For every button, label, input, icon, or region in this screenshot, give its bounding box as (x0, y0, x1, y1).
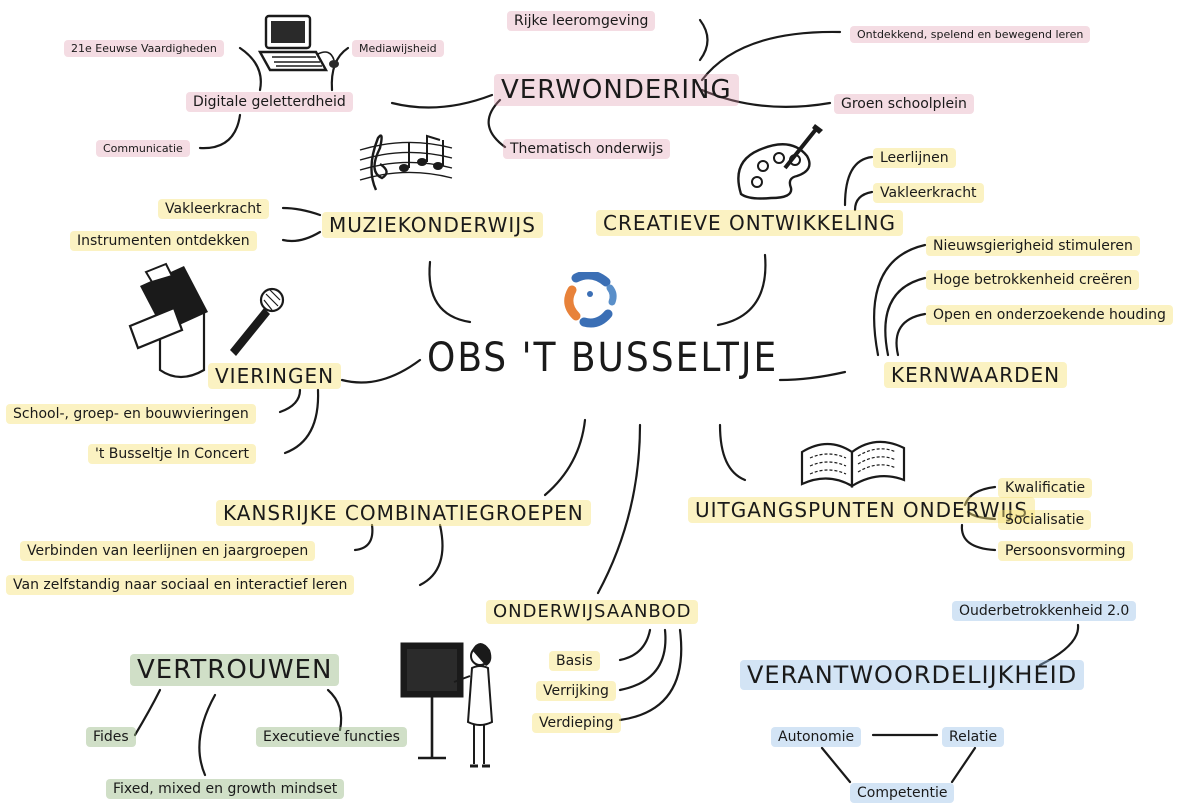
item-rijke-leeromgeving: Rijke leeromgeving (507, 11, 656, 31)
line-center-kansrijke (543, 418, 587, 497)
line-aan-1 (618, 628, 652, 662)
line-vw-auto-comp (820, 746, 852, 784)
item-instrumenten-ontdekken: Instrumenten ontdekken (70, 231, 257, 251)
item-ontdekkend-leren: Ontdekkend, spelend en bewegend leren (850, 26, 1091, 43)
item-digitale-geletterdheid: Digitale geletterdheid (186, 92, 353, 112)
item-competentie: Competentie (850, 783, 955, 803)
item-school-groep-bouwvieringen: School-, groep- en bouwvieringen (6, 404, 256, 424)
line-center-creatief (716, 253, 767, 327)
line-kans-1 (353, 523, 374, 552)
line-ver-fides (133, 688, 162, 737)
line-uit-2 (966, 510, 997, 521)
item-groen-schoolplein: Groen schoolplein (834, 94, 974, 114)
line-ver-exec (326, 688, 343, 732)
line-verw-digitale (390, 93, 494, 109)
topic-kernwaarden: KERNWAARDEN (884, 362, 1068, 388)
microphone-icon (230, 287, 285, 356)
line-aan-3 (618, 628, 683, 722)
line-vw-ouder (1038, 623, 1080, 667)
line-kern-1 (873, 243, 927, 357)
central-title: OBS 'T BUSSELTJE (427, 335, 779, 381)
topic-vertrouwen: VERTROUWEN (130, 654, 340, 686)
item-fixed-mixed-growth: Fixed, mixed en growth mindset (106, 779, 345, 799)
line-ver-fixed (198, 693, 217, 777)
topic-kansrijke-combinatiegroepen: KANSRIJKE COMBINATIEGROEPEN (216, 500, 591, 526)
item-hoge-betrokkenheid: Hoge betrokkenheid creëren (926, 270, 1140, 290)
item-vakleerkracht-creatief: Vakleerkracht (873, 183, 984, 203)
topic-uitgangspunten-onderwijs: UITGANGSPUNTEN ONDERWIJS (688, 497, 1036, 523)
line-muz-instr (281, 230, 322, 243)
item-socialisatie: Socialisatie (998, 510, 1092, 530)
item-executieve-functies: Executieve functies (256, 727, 407, 747)
line-uit-3 (960, 523, 997, 552)
item-nieuwsgierigheid: Nieuwsgierigheid stimuleren (926, 236, 1140, 256)
item-ouderbetrokkenheid: Ouderbetrokkenheid 2.0 (952, 601, 1137, 621)
line-vw-rel-comp (950, 746, 977, 784)
line-verw-rijke (698, 18, 709, 62)
paint-palette-icon (737, 124, 823, 200)
item-mediawijsheid: Mediawijsheid (352, 40, 444, 57)
line-kern-3 (895, 312, 927, 357)
item-zelfstandig-sociaal: Van zelfstandig naar sociaal en interact… (6, 575, 355, 595)
item-thematisch-onderwijs: Thematisch onderwijs (503, 139, 671, 159)
line-center-kernwaarden (778, 370, 847, 382)
line-dig-comm (198, 113, 242, 150)
chalkboard-teacher-icon (400, 642, 494, 768)
line-cre-leer (843, 155, 874, 207)
line-verw-ontdekkend (700, 30, 842, 82)
line-center-vieringen (340, 358, 422, 384)
item-fides: Fides (86, 727, 136, 747)
music-notes-icon (359, 134, 453, 191)
line-uit-1 (963, 485, 997, 507)
line-dig-21e (238, 46, 262, 92)
item-busseltje-in-concert: 't Busseltje In Concert (88, 444, 257, 464)
topic-creatieve-ontwikkeling: CREATIEVE ONTWIKKELING (596, 210, 904, 236)
line-verw-groen (700, 88, 832, 108)
line-cre-vak (853, 190, 874, 212)
line-aan-2 (618, 628, 667, 692)
line-verw-thematisch (487, 98, 507, 149)
line-center-uitgangspunten (718, 423, 747, 482)
spotlight-icon (128, 262, 208, 379)
item-open-onderzoekend: Open en onderzoekende houding (926, 305, 1173, 325)
computer-icon (258, 14, 339, 72)
item-kwalificatie: Kwalificatie (998, 478, 1093, 498)
item-autonomie: Autonomie (771, 727, 862, 747)
line-center-aanbod (596, 423, 642, 595)
item-leerlijnen: Leerlijnen (873, 148, 956, 168)
item-verdieping: Verdieping (532, 713, 621, 733)
topic-verwondering: VERWONDERING (494, 74, 739, 106)
topic-muziekonderwijs: MUZIEKONDERWIJS (322, 212, 543, 238)
line-vier-2 (283, 388, 320, 455)
item-verbinden-leerlijnen: Verbinden van leerlijnen en jaargroepen (20, 541, 316, 561)
item-communicatie: Communicatie (96, 140, 190, 157)
item-persoonsvorming: Persoonsvorming (998, 541, 1133, 561)
line-kans-2 (418, 523, 444, 587)
item-relatie: Relatie (942, 727, 1005, 747)
topic-vieringen: VIERINGEN (208, 363, 342, 389)
open-book-icon (800, 440, 906, 488)
logo-icon (564, 272, 617, 328)
line-kern-2 (884, 276, 927, 357)
item-vakleerkracht-muziek: Vakleerkracht (158, 199, 269, 219)
line-center-muziek (428, 260, 472, 324)
line-vier-1 (278, 388, 302, 414)
item-basis: Basis (549, 651, 600, 671)
line-muz-vak (281, 206, 322, 217)
item-21e-eeuwse: 21e Eeuwse Vaardigheden (64, 40, 224, 57)
item-verrijking: Verrijking (536, 681, 616, 701)
topic-onderwijsaanbod: ONDERWIJSAANBOD (486, 600, 699, 624)
topic-verantwoordelijkheid: VERANTWOORDELIJKHEID (740, 660, 1085, 690)
